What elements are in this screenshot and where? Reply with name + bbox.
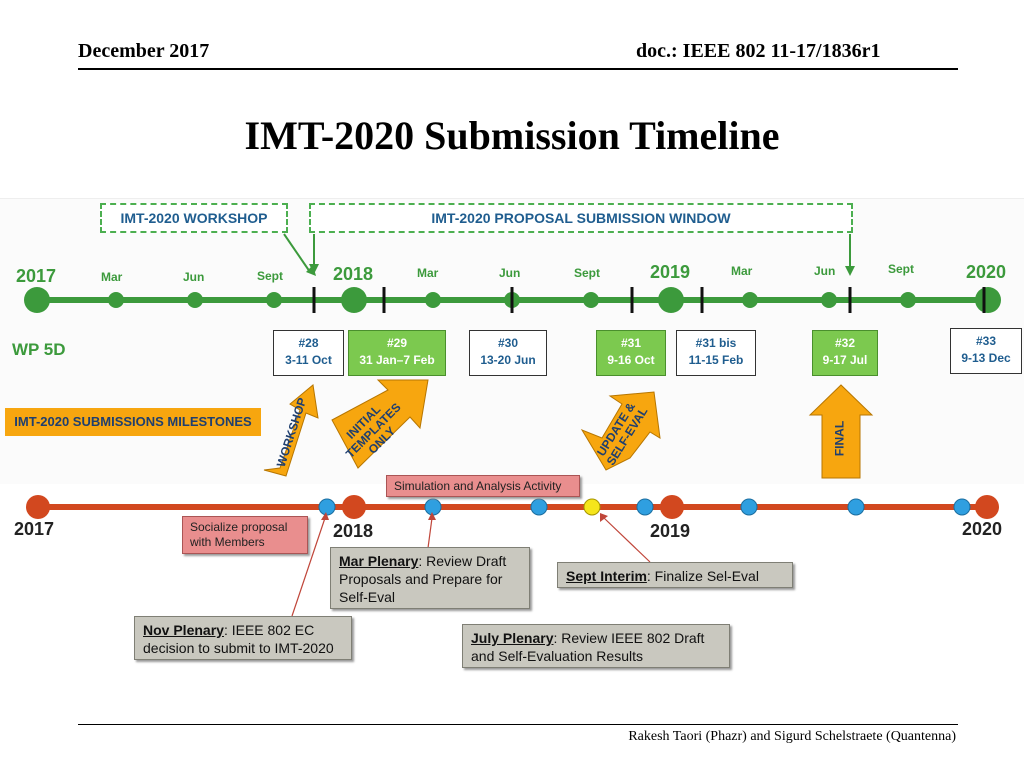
footer-authors: Rakesh Taori (Phazr) and Sigurd Schelstr… xyxy=(628,729,956,744)
itu-year-node-2017 xyxy=(24,287,50,313)
ieee-year-node-2019 xyxy=(660,495,684,519)
ieee-year-node-2017 xyxy=(26,495,50,519)
itu-month-dot xyxy=(425,292,441,308)
ieee-meeting-dot xyxy=(953,498,971,516)
itu-month-dot xyxy=(187,292,203,308)
itu-month-label: Jun xyxy=(183,270,205,284)
header-date: December 2017 xyxy=(78,40,210,62)
milestone-label-final: FINAL xyxy=(832,420,847,457)
ieee-meeting-dot xyxy=(318,498,336,516)
ieee-year-node-2018 xyxy=(342,495,366,519)
itu-workshop-box: IMT-2020 WORKSHOP xyxy=(100,203,288,233)
milestone-arrow-final xyxy=(808,384,874,479)
itu-year-node-2020 xyxy=(975,287,1001,313)
itu-meeting-ticks xyxy=(312,287,986,313)
milestone-arrow-workshop xyxy=(263,384,319,477)
itu-month-label: Mar xyxy=(101,270,123,284)
itu-month-dot xyxy=(583,292,599,308)
submission-milestones-banner: IMT-2020 SUBMISSIONS MILESTONES xyxy=(5,408,261,436)
ieee-meeting-dot xyxy=(424,498,442,516)
itu-month-dot xyxy=(742,292,758,308)
ieee-meeting-dot xyxy=(530,498,548,516)
itu-month-dot xyxy=(821,292,837,308)
itu-month-label: Jun xyxy=(814,264,836,278)
socialize-proposal-box: Socialize proposal with Members xyxy=(182,516,308,554)
milestone-arrow-update xyxy=(580,391,661,471)
ieee-year-label: 2017 xyxy=(14,519,55,539)
itu-month-dot xyxy=(108,292,124,308)
ieee-year-label: 2020 xyxy=(962,519,1003,539)
ieee-meeting-dot xyxy=(847,498,865,516)
itu-month-dot xyxy=(900,292,916,308)
ieee-meeting-dot xyxy=(636,498,654,516)
itu-month-label: Mar xyxy=(731,264,753,278)
itu-month-label: Mar xyxy=(417,266,439,280)
note-sept-interim: Sept Interim: Finalize Sel-Eval xyxy=(557,562,793,588)
itu-year-node-2019 xyxy=(658,287,684,313)
itu-month-label: Sept xyxy=(888,262,915,276)
ieee-meeting-dot xyxy=(740,498,758,516)
footer-rule xyxy=(78,724,958,725)
itu-year-node-2018 xyxy=(341,287,367,313)
itu-month-label: Jun xyxy=(499,266,521,280)
itu-year-label: 2017 xyxy=(16,266,57,286)
itu-year-label: 2020 xyxy=(966,262,1007,282)
itu-year-label: 2019 xyxy=(650,262,691,282)
note-mar-plenary: Mar Plenary: Review Draft Proposals and … xyxy=(330,547,530,609)
ieee-year-node-2020 xyxy=(975,495,999,519)
simulation-activity-box: Simulation and Analysis Activity xyxy=(386,475,580,497)
itu-month-label: Sept xyxy=(257,269,284,283)
ieee-year-label: 2019 xyxy=(650,521,691,541)
note-nov-plenary: Nov Plenary: IEEE 802 EC decision to sub… xyxy=(134,616,352,660)
note-july-plenary: July Plenary: Review IEEE 802 Draft and … xyxy=(462,624,730,668)
header-rule xyxy=(78,68,958,70)
ieee-sept-interim-dot xyxy=(583,498,601,516)
ieee-year-label: 2018 xyxy=(333,521,374,541)
header-doc-id: doc.: IEEE 802 11-17/1836r1 xyxy=(636,40,881,62)
itu-year-label: 2018 xyxy=(333,264,374,284)
slide-title: IMT-2020 Submission Timeline xyxy=(244,113,780,158)
milestone-arrow-initial xyxy=(331,379,429,469)
wp5d-label: WP 5D xyxy=(12,340,66,359)
itu-month-label: Sept xyxy=(574,266,601,280)
itu-submission-window-box: IMT-2020 PROPOSAL SUBMISSION WINDOW xyxy=(309,203,853,233)
itu-month-dot xyxy=(266,292,282,308)
